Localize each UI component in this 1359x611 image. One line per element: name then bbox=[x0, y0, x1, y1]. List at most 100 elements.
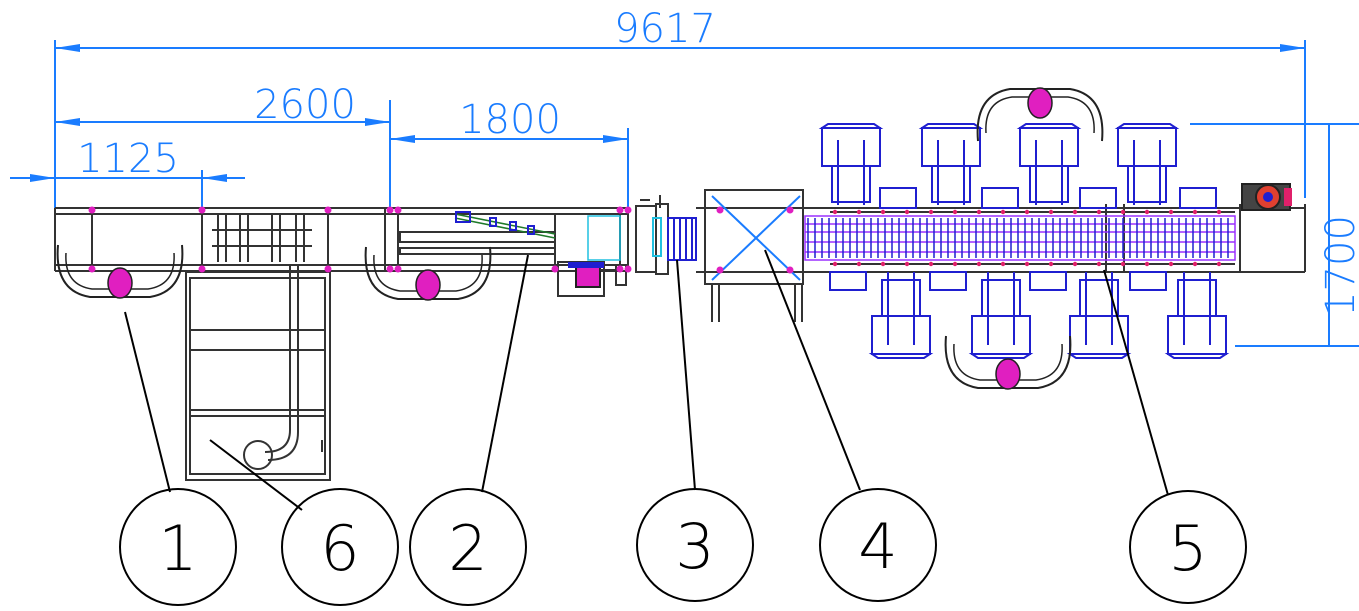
rail-bolt bbox=[1192, 209, 1198, 215]
rail-bolt bbox=[1216, 261, 1222, 267]
rail-bolt bbox=[832, 261, 838, 267]
frame-bolt bbox=[786, 266, 794, 274]
dimension-section-b bbox=[390, 128, 629, 210]
operator-head bbox=[415, 269, 441, 301]
frame-bolt bbox=[624, 265, 632, 273]
rail-bolt bbox=[952, 261, 958, 267]
rail-bolt bbox=[976, 209, 982, 215]
rail-bolt bbox=[1072, 209, 1078, 215]
frame-bolt bbox=[324, 265, 332, 273]
operators bbox=[56, 87, 1104, 390]
drive-motor bbox=[1241, 183, 1292, 211]
rail-bolt bbox=[1216, 209, 1222, 215]
dimension-section-c bbox=[10, 170, 245, 210]
rail-bolt bbox=[1000, 209, 1006, 215]
frame-bolt bbox=[88, 206, 96, 214]
chair-bottom-small bbox=[1029, 271, 1067, 291]
chair-bottom-small bbox=[1129, 271, 1167, 291]
callout-3: 3 bbox=[636, 488, 754, 602]
frame-bolt bbox=[198, 206, 206, 214]
dimension-section-b-label: 1800 bbox=[459, 97, 561, 143]
rail-bolt bbox=[880, 261, 886, 267]
incline-parts bbox=[455, 211, 535, 235]
rail-bolt bbox=[1048, 261, 1054, 267]
frame-bolt bbox=[624, 206, 632, 214]
dimension-overall bbox=[54, 40, 1306, 210]
chair-bottom bbox=[1066, 272, 1132, 359]
frame-bolt bbox=[716, 206, 724, 214]
svg-text:6: 6 bbox=[320, 512, 359, 585]
chair-top bbox=[1016, 123, 1082, 205]
svg-text:5: 5 bbox=[1168, 512, 1207, 585]
dimension-section-a bbox=[55, 100, 391, 210]
frame-bolt bbox=[551, 265, 559, 273]
operator-head bbox=[995, 358, 1021, 390]
operator bbox=[56, 244, 184, 299]
operator bbox=[976, 87, 1104, 142]
leader-lines bbox=[124, 249, 1169, 511]
rail-bolt bbox=[928, 261, 934, 267]
motor-unit bbox=[557, 261, 627, 297]
rail-bolt bbox=[1096, 209, 1102, 215]
rail-bolt bbox=[976, 261, 982, 267]
conveyor-slats bbox=[807, 218, 1229, 258]
dimension-width bbox=[1190, 123, 1359, 347]
section-2-detail bbox=[587, 215, 621, 261]
operator bbox=[364, 246, 492, 301]
svg-text:2: 2 bbox=[448, 512, 487, 585]
chairs bbox=[818, 123, 1230, 359]
dimension-overall-label: 9617 bbox=[614, 6, 716, 52]
chair-top-small bbox=[879, 187, 917, 209]
rail-bolt bbox=[1144, 209, 1150, 215]
dimension-width-label: 1700 bbox=[1318, 215, 1359, 317]
washer-box-x bbox=[711, 195, 801, 281]
chair-bottom bbox=[1164, 272, 1230, 359]
operator-head bbox=[107, 267, 133, 299]
frame-bolt bbox=[786, 206, 794, 214]
svg-text:4: 4 bbox=[858, 510, 897, 583]
chair-top bbox=[918, 123, 984, 205]
frame-bolt bbox=[198, 265, 206, 273]
frame-bolt bbox=[716, 266, 724, 274]
dimension-section-c-label: 1125 bbox=[77, 136, 179, 182]
rail-bolt bbox=[1120, 261, 1126, 267]
frame-bolt bbox=[386, 265, 394, 273]
dimension-section-a-label: 2600 bbox=[254, 82, 356, 128]
rail-bolt bbox=[1000, 261, 1006, 267]
chair-bottom-small bbox=[929, 271, 967, 291]
frame-bolt bbox=[616, 206, 624, 214]
rail-bolt bbox=[856, 261, 862, 267]
frame-bolt bbox=[394, 206, 402, 214]
chair-top-small bbox=[1079, 187, 1117, 209]
rail-bolt bbox=[1024, 209, 1030, 215]
rail-bolt bbox=[1192, 261, 1198, 267]
rail-bolts bbox=[832, 209, 1222, 267]
rail-bolt bbox=[904, 209, 910, 215]
rail-bolt bbox=[952, 209, 958, 215]
rail-bolt bbox=[1024, 261, 1030, 267]
main-frame bbox=[54, 207, 629, 272]
conveyor-rails bbox=[830, 211, 1235, 265]
chair-top bbox=[818, 123, 884, 205]
frame-bolt bbox=[386, 206, 394, 214]
rail-bolt bbox=[1144, 261, 1150, 267]
rail-bolt bbox=[832, 209, 838, 215]
svg-text:3: 3 bbox=[675, 510, 714, 583]
callout-2: 2 bbox=[409, 488, 527, 606]
tank bbox=[185, 266, 331, 481]
rail-bolt bbox=[880, 209, 886, 215]
frame-bolt bbox=[88, 265, 96, 273]
callout-4: 4 bbox=[819, 488, 937, 602]
frame-bolt bbox=[616, 265, 624, 273]
roller-group bbox=[212, 214, 312, 262]
frame-bolt bbox=[324, 206, 332, 214]
operator-head bbox=[1027, 87, 1053, 119]
rail-bolt bbox=[904, 261, 910, 267]
chair-top-small bbox=[1179, 187, 1217, 209]
incline-detail bbox=[454, 213, 556, 239]
rail-bolt bbox=[1048, 209, 1054, 215]
transition-rollers bbox=[652, 217, 697, 261]
rail-bolt bbox=[1072, 261, 1078, 267]
chair-top-small bbox=[981, 187, 1019, 209]
